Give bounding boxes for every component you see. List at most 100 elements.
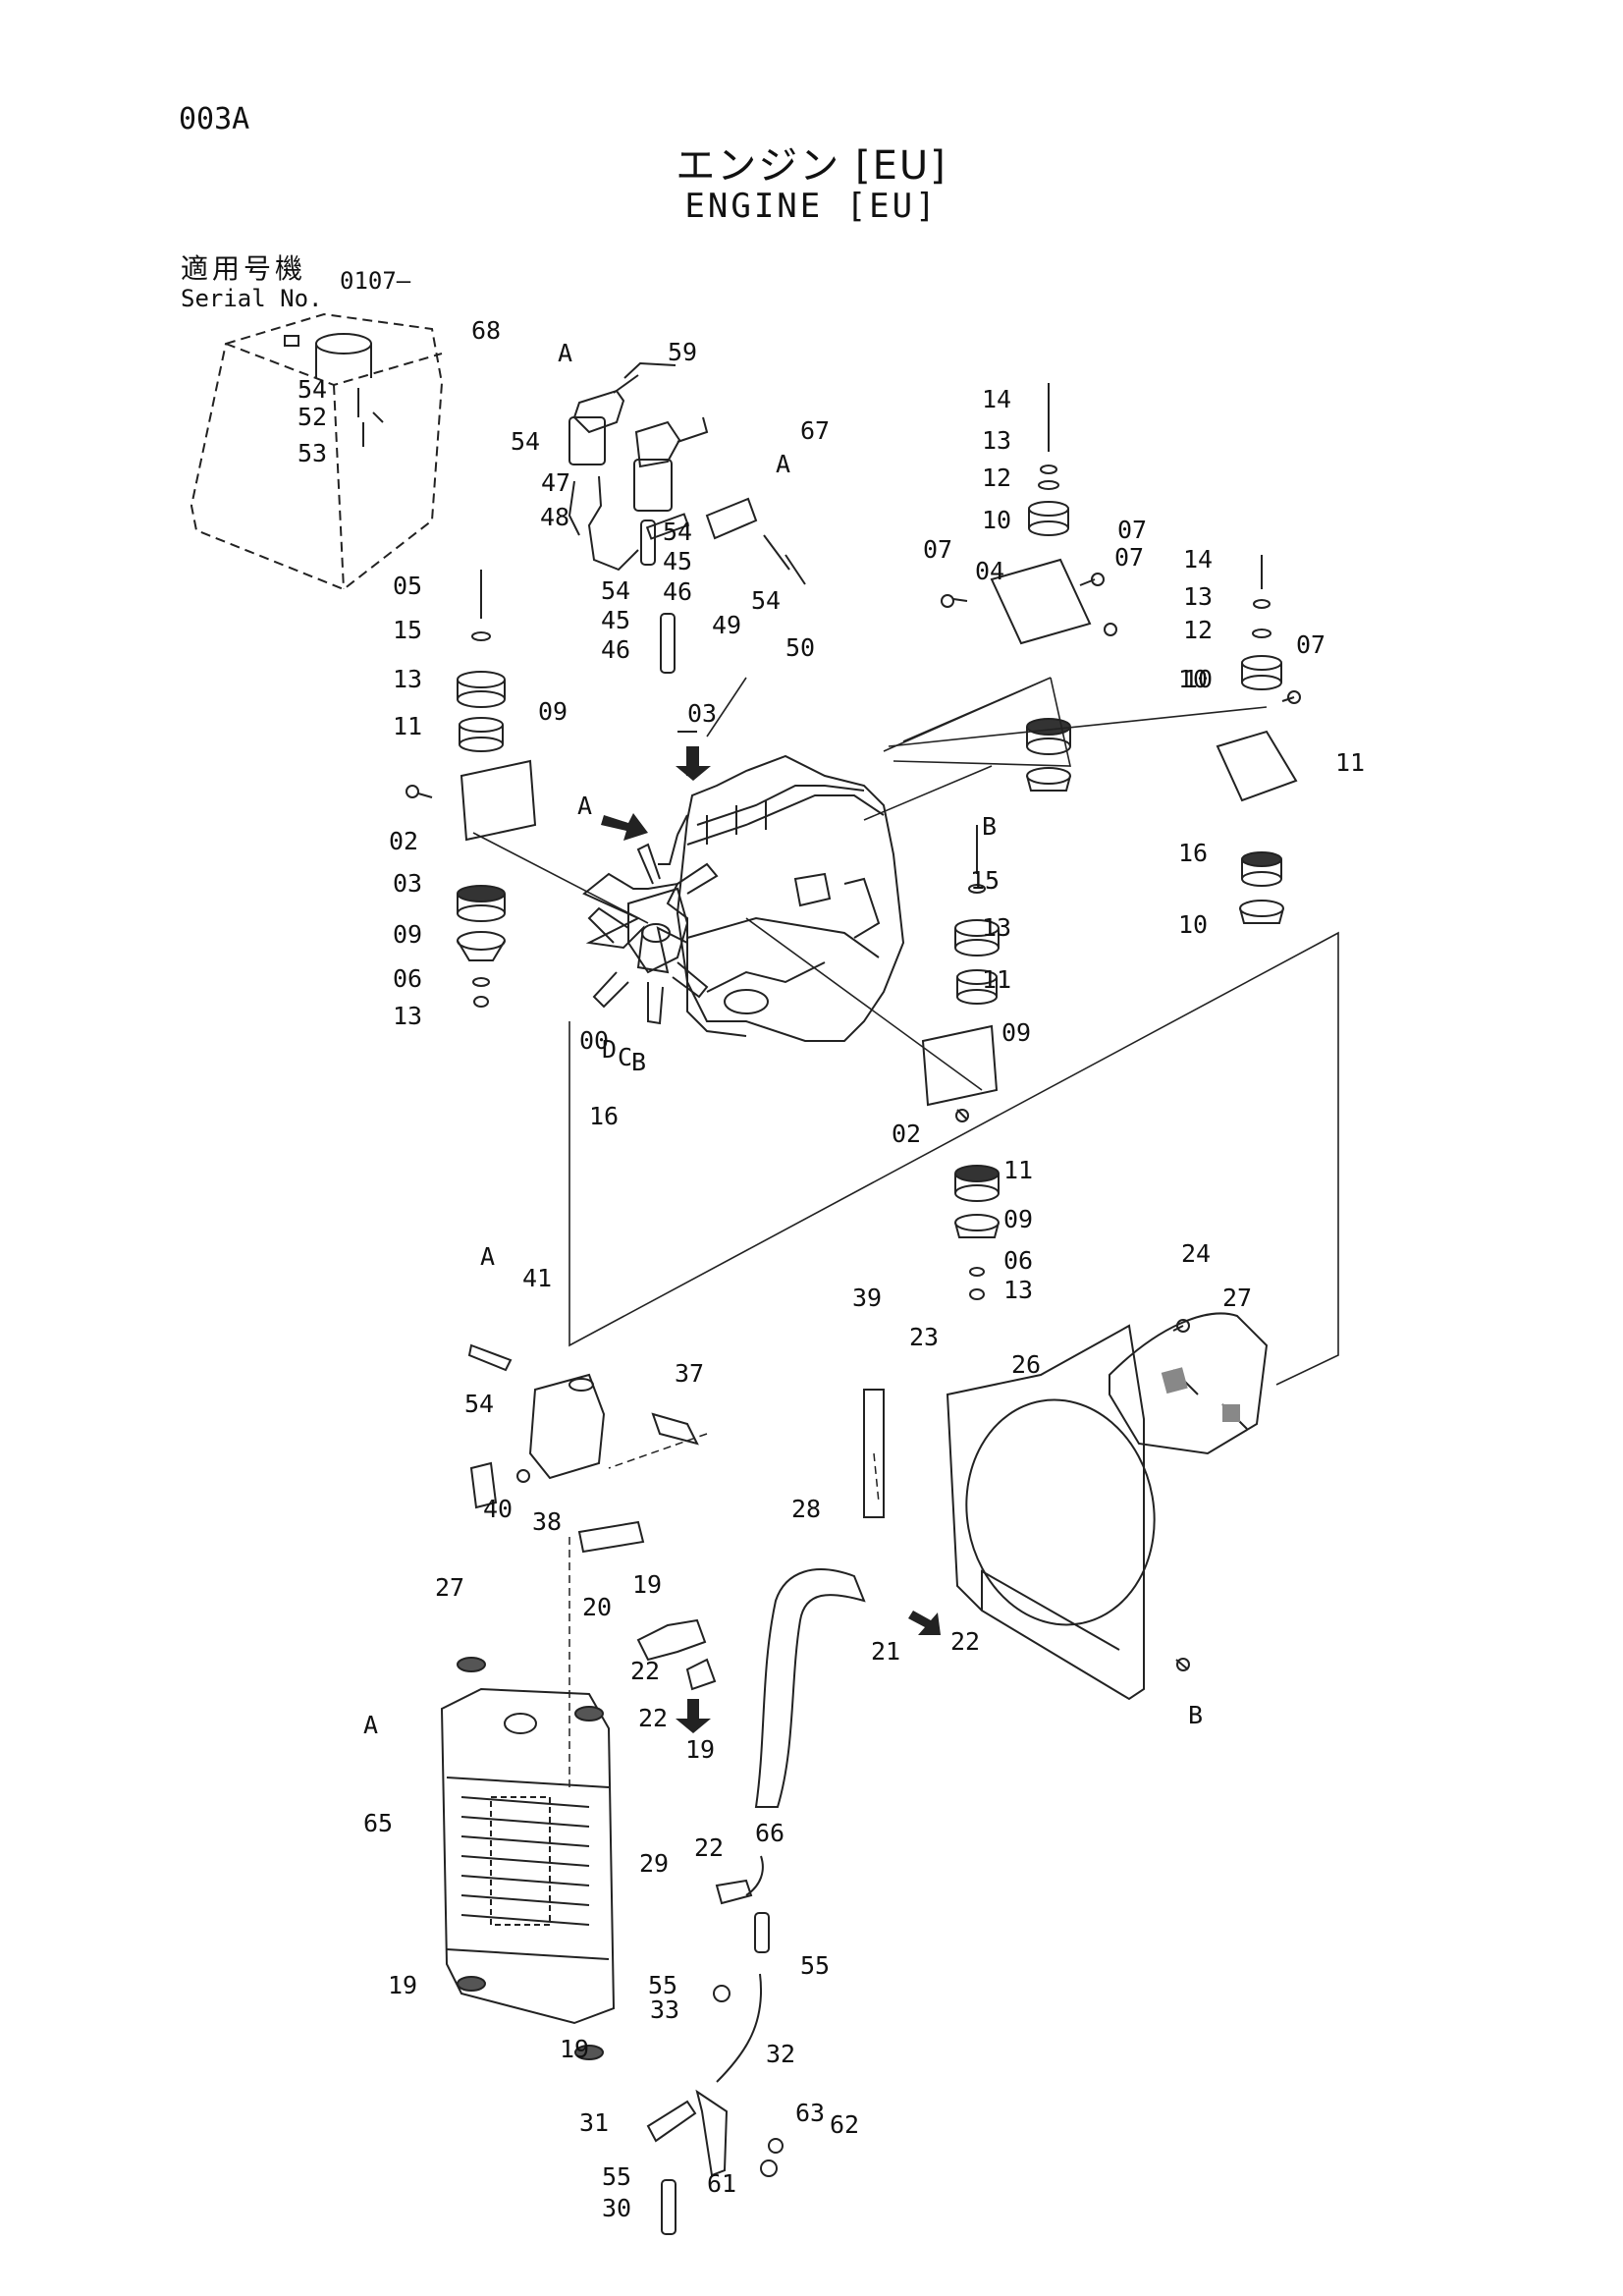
part-callout: 59 bbox=[668, 338, 697, 366]
part-callout: 13 bbox=[1183, 582, 1213, 611]
part-callout: 22 bbox=[950, 1627, 980, 1656]
part-callout: 13 bbox=[982, 913, 1011, 942]
assembly-guides bbox=[568, 1433, 880, 1787]
part-callout: A bbox=[558, 339, 572, 367]
part-callout: 19 bbox=[685, 1735, 715, 1764]
part-callout: 11 bbox=[982, 965, 1011, 994]
part-callout: 13 bbox=[393, 665, 422, 693]
radiator-drawing bbox=[440, 1657, 616, 2060]
fasteners-drawing bbox=[406, 573, 1301, 1671]
engine-mounts-drawing bbox=[457, 383, 1298, 1300]
part-callout: B bbox=[982, 812, 997, 841]
part-callout: 13 bbox=[1003, 1276, 1033, 1304]
serial-label-japanese: 適用号機 bbox=[181, 252, 307, 285]
part-callout: 15 bbox=[970, 866, 1000, 895]
part-callout: 28 bbox=[791, 1495, 821, 1523]
part-callout: 19 bbox=[560, 2035, 589, 2063]
part-callout: 68 bbox=[471, 316, 501, 345]
part-callout: 22 bbox=[694, 1833, 724, 1862]
part-callout: 45 bbox=[601, 606, 630, 634]
page-title: ENGINE [EU] bbox=[684, 187, 939, 226]
part-callout: 00 bbox=[579, 1026, 609, 1055]
part-callout: 16 bbox=[1178, 839, 1208, 867]
part-callout: 15 bbox=[393, 616, 422, 644]
part-callout: 13 bbox=[393, 1002, 422, 1030]
part-callout: A bbox=[363, 1711, 378, 1739]
part-callout: 03 bbox=[393, 869, 422, 898]
part-callout: 46 bbox=[663, 577, 692, 606]
part-callout: 54 bbox=[511, 427, 540, 456]
part-callout: 07 bbox=[1117, 516, 1147, 544]
part-callout: 20 bbox=[582, 1593, 612, 1621]
part-callout: 52 bbox=[298, 403, 327, 431]
part-callout: A bbox=[480, 1242, 495, 1271]
part-callout: 10 bbox=[1178, 910, 1208, 939]
part-callout: 07 bbox=[1296, 630, 1325, 659]
part-callout: 54 bbox=[298, 375, 327, 404]
engine-block-drawing bbox=[587, 731, 905, 1042]
part-callout: 49 bbox=[712, 611, 741, 639]
fan-shroud-drawing bbox=[863, 1312, 1269, 1701]
part-callout: 50 bbox=[785, 633, 815, 662]
part-callout: 10 bbox=[982, 506, 1011, 534]
part-callout: D bbox=[602, 1035, 617, 1064]
part-callout: 06 bbox=[393, 964, 422, 993]
part-callout: 02 bbox=[892, 1120, 921, 1148]
part-callout: 66 bbox=[755, 1819, 784, 1847]
part-callout: 26 bbox=[1011, 1350, 1041, 1379]
part-callout: 27 bbox=[435, 1573, 464, 1602]
part-callout: 54 bbox=[663, 518, 692, 546]
part-callout: 10 bbox=[1178, 665, 1208, 693]
serial-value: 0107– bbox=[340, 267, 411, 295]
part-callout: 47 bbox=[541, 468, 570, 497]
part-callout: 45 bbox=[663, 547, 692, 575]
part-callout: 14 bbox=[982, 385, 1011, 413]
part-callout: 06 bbox=[1003, 1246, 1033, 1275]
part-callout: 38 bbox=[532, 1507, 562, 1536]
leader-lines bbox=[472, 677, 1339, 1386]
part-callout: B bbox=[1188, 1701, 1203, 1729]
part-callout: 61 bbox=[707, 2169, 736, 2198]
part-callout: 29 bbox=[639, 1849, 669, 1878]
part-callout: 40 bbox=[483, 1495, 513, 1523]
part-callout: 03 bbox=[687, 699, 717, 728]
part-callout: 63 bbox=[795, 2099, 825, 2127]
part-callout: A bbox=[577, 792, 592, 820]
part-callout: 48 bbox=[540, 503, 569, 531]
part-callout: 54 bbox=[464, 1390, 494, 1418]
part-callout: 05 bbox=[393, 572, 422, 600]
part-callout: 23 bbox=[909, 1323, 939, 1351]
part-callout: 12 bbox=[982, 464, 1011, 492]
part-callout: A bbox=[776, 450, 790, 478]
part-callout: 22 bbox=[638, 1704, 668, 1732]
part-callout: 30 bbox=[602, 2194, 631, 2222]
part-callout: 32 bbox=[766, 2040, 795, 2068]
part-callout: C bbox=[618, 1043, 632, 1071]
part-callout: 13 bbox=[982, 426, 1011, 455]
part-callout: 07 bbox=[923, 535, 952, 564]
serial-label: Serial No. bbox=[181, 285, 323, 312]
fan-drawing bbox=[582, 872, 688, 974]
direction-arrows bbox=[601, 746, 941, 1733]
part-callout: 55 bbox=[602, 2162, 631, 2191]
part-callout: 24 bbox=[1181, 1239, 1211, 1268]
part-callout: 67 bbox=[800, 416, 830, 445]
part-callout: 27 bbox=[1222, 1284, 1252, 1312]
part-callout: 65 bbox=[363, 1809, 393, 1837]
part-callout: 09 bbox=[538, 697, 568, 726]
hoses-drawing bbox=[577, 1520, 866, 2083]
part-callout: 10 bbox=[1183, 665, 1213, 693]
part-callout: 62 bbox=[830, 2110, 859, 2139]
part-callout: 11 bbox=[1335, 748, 1365, 777]
part-callout: 41 bbox=[522, 1264, 552, 1292]
part-callout: 53 bbox=[298, 439, 327, 467]
part-callout: 19 bbox=[632, 1570, 662, 1599]
part-callout: 39 bbox=[852, 1284, 882, 1312]
part-callout: 07 bbox=[1114, 543, 1144, 572]
part-callout: 46 bbox=[601, 635, 630, 664]
fuel-filter-drawing bbox=[568, 361, 806, 674]
part-callout: 11 bbox=[1003, 1156, 1033, 1184]
fuel-tank-drawing bbox=[189, 312, 444, 591]
reservoir-tank-drawing bbox=[467, 1343, 699, 1509]
